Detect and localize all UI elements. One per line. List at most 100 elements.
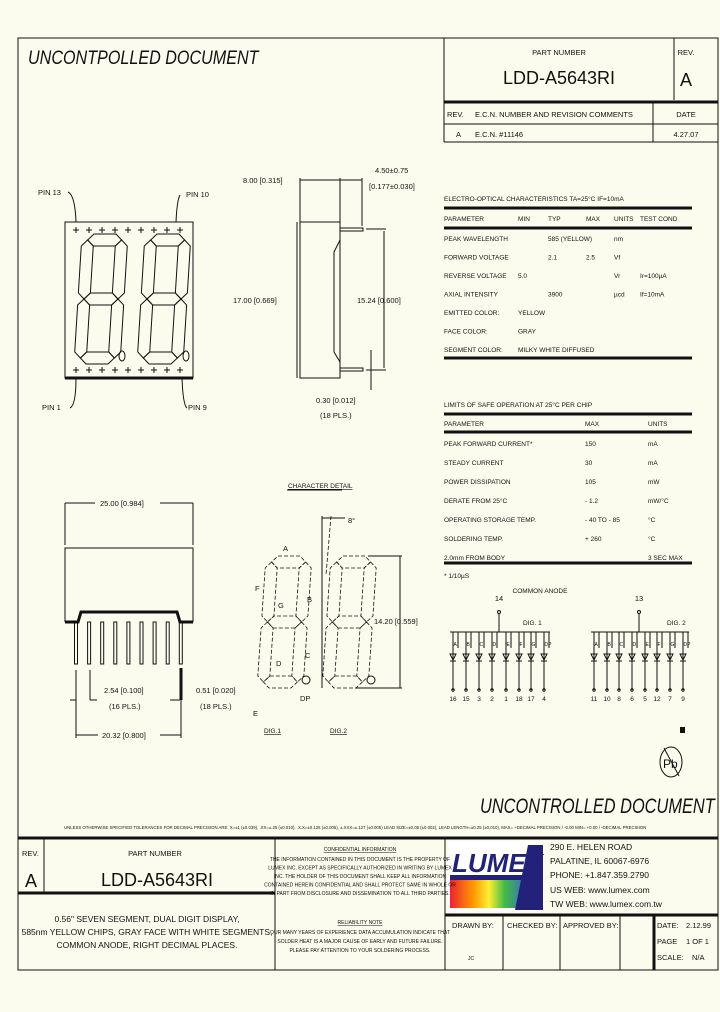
segment-b xyxy=(174,239,191,300)
pin-marker xyxy=(73,367,79,373)
pin-number: 9 xyxy=(681,696,685,703)
address-line: 290 E. HELEN ROAD xyxy=(550,842,632,852)
pin-marker xyxy=(177,367,183,373)
segment-label: B xyxy=(467,642,471,648)
pin-marker xyxy=(99,227,105,233)
eo-cell: Vf xyxy=(614,255,620,262)
dig1-anode-pin: 14 xyxy=(495,594,503,603)
decimal-point xyxy=(182,350,190,362)
approved-by-label: APPROVED BY: xyxy=(563,921,618,930)
pin-number: 5 xyxy=(643,696,647,703)
so-cell: 105 xyxy=(585,479,596,486)
pin xyxy=(74,621,78,665)
seg-g-label: G xyxy=(278,601,284,610)
pin-marker xyxy=(73,227,79,233)
pin-thickness-dim: 0.30 [0.012] xyxy=(316,396,356,405)
seg-f-label: F xyxy=(255,584,260,593)
dig1-label: DIG.1 xyxy=(264,728,281,735)
bottom-view: 25.00 [0.984] 2.54 [0.100] (16 PLS.) 0.5… xyxy=(64,499,236,740)
so-cell: 2.0mm FROM BODY xyxy=(444,555,506,562)
segment-g xyxy=(146,292,182,306)
diode-icon xyxy=(628,653,636,662)
so-cell: POWER DISSIPATION xyxy=(444,479,511,486)
pin1-label: PIN 1 xyxy=(42,403,61,412)
pin xyxy=(165,621,170,665)
segment-f xyxy=(261,561,278,623)
segment-f xyxy=(77,239,94,300)
sheet-frame xyxy=(17,37,719,971)
pin-marker xyxy=(164,367,170,373)
pin-marker xyxy=(86,227,92,233)
pin xyxy=(126,621,131,665)
seg-d-label: D xyxy=(276,659,282,668)
logo-text: LUMEX xyxy=(452,848,545,878)
pin-marker xyxy=(138,227,144,233)
pin-terminal xyxy=(477,688,481,692)
confidential-line: CONTAINED HEREIN CONFIDENTIAL AND SHALL … xyxy=(264,883,456,889)
segment-label: C xyxy=(480,642,484,648)
pin-number: 18 xyxy=(515,696,523,703)
eo-cell: If=10mA xyxy=(640,292,665,299)
pin-width-dim: 0.51 [0.020] xyxy=(196,686,236,695)
side-view: 8.00 [0.315] 4.50±0.75 [0.177±0.030] 17.… xyxy=(233,166,415,420)
pin-marker xyxy=(99,367,105,373)
pin-width-pls: (18 PLS.) xyxy=(200,702,232,711)
pin-marker xyxy=(164,227,170,233)
pin-marker xyxy=(86,367,92,373)
diode-icon xyxy=(488,653,496,662)
front-view: PIN 13 PIN 10 PIN 1 PIN 9 xyxy=(38,188,209,412)
so-cell: °C xyxy=(648,535,656,543)
pin xyxy=(113,621,118,665)
pin9-label: PIN 9 xyxy=(188,403,207,412)
seg-dp-label: DP xyxy=(300,694,310,703)
lumex-logo: LUMEX xyxy=(448,841,545,911)
scale-value: N/A xyxy=(692,953,705,962)
pin-marker xyxy=(112,227,118,233)
so-cell: - 40 TO - 85 xyxy=(585,517,620,524)
description-line: 0.56" SEVEN SEGMENT, DUAL DIGIT DISPLAY, xyxy=(54,914,239,924)
so-cell: 150 xyxy=(585,441,596,448)
eo-cell: PEAK WAVELENGTH xyxy=(444,236,508,243)
description-line: COMMON ANODE, RIGHT DECIMAL PLACES. xyxy=(57,940,238,950)
pin-number: 15 xyxy=(462,696,470,703)
top-title-block: PART NUMBER LDD-A5643RI REV. A REV. E.C.… xyxy=(443,38,718,143)
segment-label: B xyxy=(608,642,612,648)
eo-header: UNITS xyxy=(614,216,634,223)
eo-cell: GRAY xyxy=(518,329,537,336)
segment-label: D xyxy=(493,642,497,648)
pin-number: 11 xyxy=(591,696,598,703)
segment-c xyxy=(291,621,308,683)
so-cell: 3 SEC MAX xyxy=(648,555,683,562)
reliability-line: OUR MANY YEARS OF EXPERIENCE DATA ACCUMU… xyxy=(270,930,450,936)
date-label: DATE: xyxy=(657,921,679,930)
eo-header: MAX xyxy=(586,216,601,223)
pin-number: 7 xyxy=(668,696,672,703)
drawn-by-label: DRAWN BY: xyxy=(452,921,494,930)
bottom-title-block: REV. A PART NUMBER LDD-A5643RI 0.56" SEV… xyxy=(18,836,718,970)
pin-terminal xyxy=(630,688,634,692)
so-header: UNITS xyxy=(648,421,668,428)
tb-rev-label: REV. xyxy=(22,849,39,858)
eo-cell: nm xyxy=(614,236,623,243)
so-cell: PEAK FORWARD CURRENT* xyxy=(444,441,533,448)
confidential-line: INC. THE HOLDER OF THIS DOCUMENT SHALL K… xyxy=(274,874,447,880)
character-detail: CHARACTER DETAIL A F B G D C DP E 8° 14.… xyxy=(253,483,418,735)
address-line: US WEB: www.lumex.com xyxy=(550,885,650,895)
tb-part-number-label: PART NUMBER xyxy=(128,849,182,858)
pin-length-inch: [0.177±0.030] xyxy=(369,182,415,191)
pin xyxy=(178,621,183,665)
so-cell: mA xyxy=(648,460,658,467)
pin-terminal xyxy=(668,688,672,692)
pin-terminal xyxy=(490,688,494,692)
address-line: PALATINE, IL 60067-6976 xyxy=(550,856,649,866)
eo-header: TYP xyxy=(548,216,561,223)
segment-label: G xyxy=(671,642,675,648)
watermark-top: UNCONTPOLLED DOCUMENT xyxy=(28,47,260,69)
segment-e xyxy=(137,298,154,359)
pin-marker xyxy=(151,227,157,233)
so-cell: - 1.2 xyxy=(585,498,598,505)
segment-b xyxy=(360,561,377,623)
eo-cell: Ir=100µA xyxy=(640,273,667,280)
so-cell: °C xyxy=(648,516,656,524)
tb-rev: A xyxy=(25,871,37,891)
